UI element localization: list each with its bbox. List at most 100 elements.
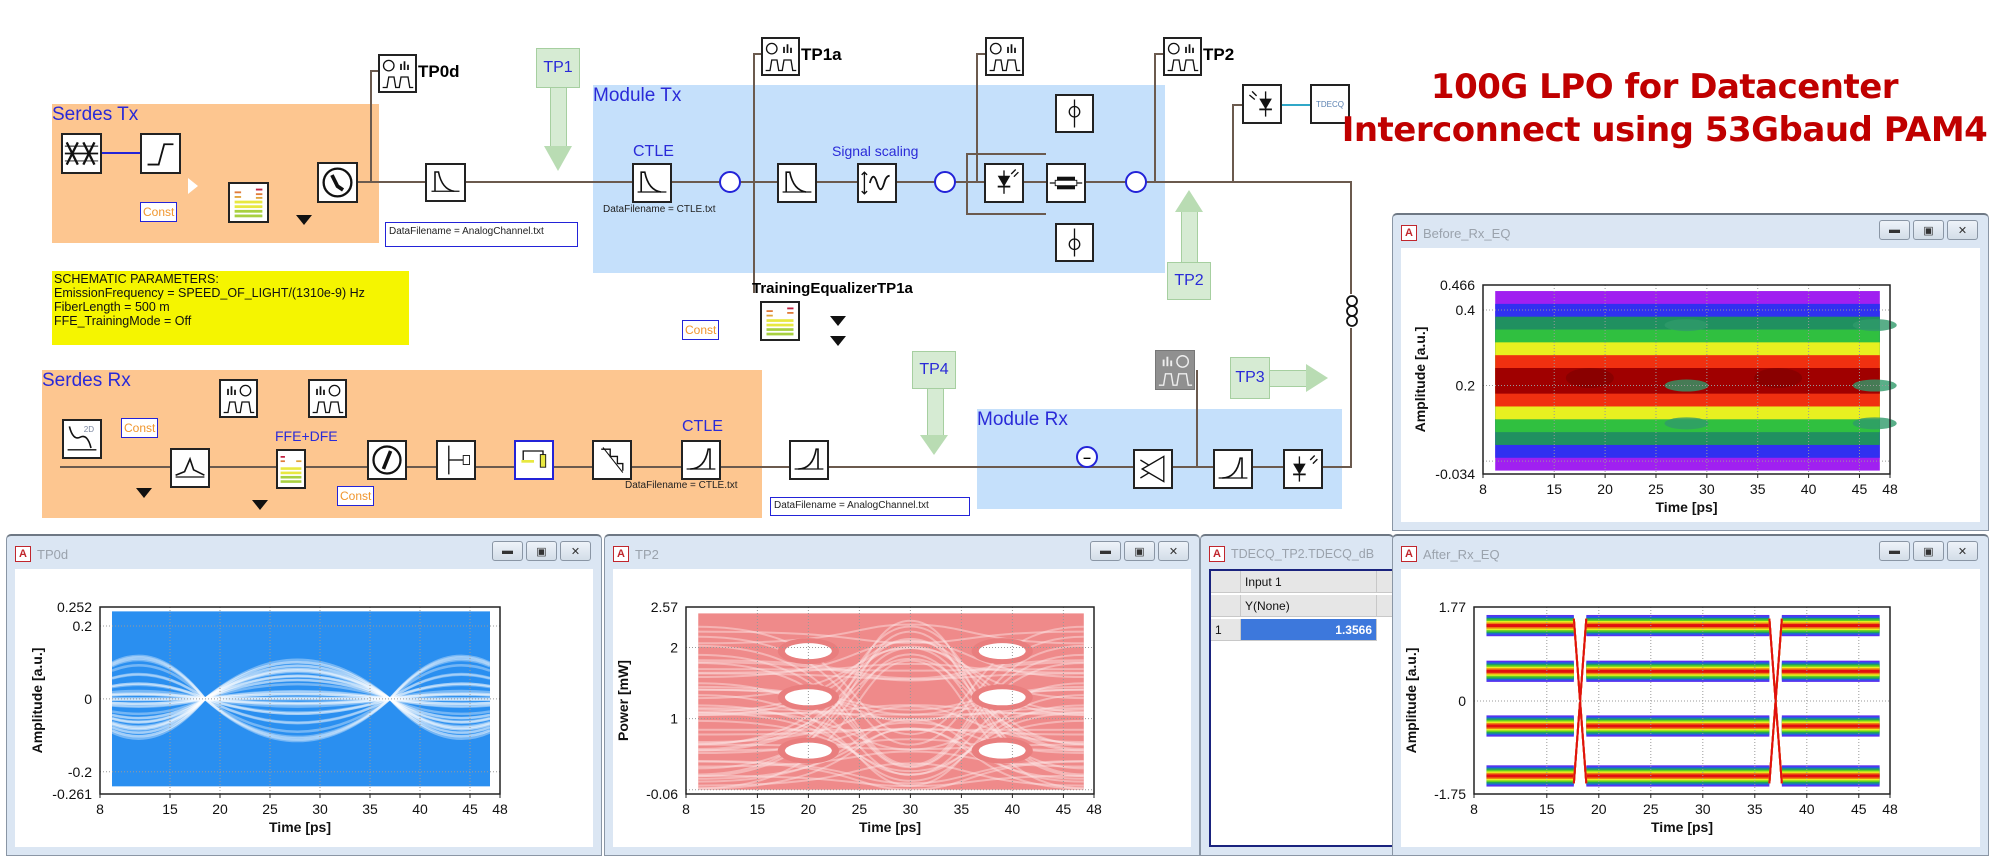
tp2-scope-label: TP2 — [1203, 45, 1235, 64]
prbs-generator-block[interactable] — [61, 133, 102, 174]
tdecq-block[interactable]: TDECQ — [1310, 84, 1350, 124]
const-training[interactable]: Const — [682, 320, 720, 340]
signal-scaling-block[interactable] — [857, 163, 897, 203]
x-tick-label: 45 — [1852, 481, 1868, 497]
window-titlebar[interactable]: A After_Rx_EQ — [1401, 544, 1500, 564]
rx-filter-block[interactable] — [1213, 449, 1253, 489]
fiber-coil-icon[interactable] — [1344, 294, 1360, 328]
const-rx-1[interactable]: Const — [121, 418, 159, 438]
tp0d-scope-block[interactable] — [378, 54, 417, 93]
scope-rx-1-block[interactable] — [219, 379, 258, 418]
ffe-tx-block[interactable] — [228, 182, 269, 223]
scope-rx-2-block[interactable] — [308, 379, 347, 418]
analog-channel-rx-block[interactable] — [789, 440, 829, 480]
eye-trace — [111, 692, 491, 706]
close-button[interactable]: ✕ — [1947, 220, 1978, 240]
close-button[interactable]: ✕ — [1158, 541, 1189, 561]
tp1a-scope-block[interactable] — [761, 37, 800, 76]
x-tick-label: 30 — [1699, 481, 1715, 497]
tp1-marker[interactable]: TP1 — [536, 48, 580, 88]
bias-source-bottom-block[interactable] — [1055, 223, 1094, 262]
eye-opening — [1852, 379, 1897, 392]
restore-button[interactable]: ▣ — [526, 541, 557, 561]
minimize-button[interactable]: ▬ — [1879, 541, 1910, 561]
x-tick-label: 40 — [1005, 801, 1021, 817]
sampler-block[interactable] — [514, 440, 554, 480]
ctle-tx-block[interactable] — [632, 163, 672, 203]
const-tx[interactable]: Const — [140, 202, 178, 222]
column-subheader-y[interactable]: Y(None) — [1241, 595, 1377, 617]
ffe-dfe-block[interactable] — [276, 449, 306, 489]
eye-trace — [111, 690, 491, 708]
window-titlebar[interactable]: A Before_Rx_EQ — [1401, 223, 1510, 243]
window-titlebar[interactable]: A TDECQ_TP2.TDECQ_dB — [1209, 544, 1374, 564]
y-tick-label: -0.261 — [52, 786, 92, 802]
y-axis-label: Amplitude [a.u.] — [1403, 648, 1419, 754]
modulator-block[interactable] — [1046, 163, 1086, 203]
clock-recovery-block[interactable] — [367, 440, 407, 480]
tp2-marker[interactable]: TP2 — [1167, 262, 1211, 300]
column-header-input1[interactable]: Input 1 — [1241, 571, 1377, 593]
serdes-rx-label: Serdes Rx — [42, 370, 131, 391]
eye-trace — [111, 683, 491, 714]
ctle-tx-label: CTLE — [633, 143, 674, 160]
minimize-button[interactable]: ▬ — [492, 541, 523, 561]
close-button[interactable]: ✕ — [1947, 541, 1978, 561]
ctle-rx-block[interactable] — [681, 440, 721, 480]
laser-block[interactable] — [984, 163, 1024, 203]
photodetector-tdecq-block[interactable] — [1242, 84, 1282, 124]
restore-button[interactable]: ▣ — [1913, 220, 1944, 240]
tdecq-value-cell[interactable]: 1.3566 — [1241, 619, 1377, 641]
bias-source-top-block[interactable] — [1055, 94, 1094, 133]
close-button[interactable]: ✕ — [560, 541, 591, 561]
analog-channel-rx-params[interactable]: DataFilename = AnalogChannel.txt — [770, 497, 970, 516]
minimize-button[interactable]: ▬ — [1090, 541, 1121, 561]
eye-trace — [111, 657, 491, 740]
window-tdecq[interactable]: A TDECQ_TP2.TDECQ_dB Input 1 Y(None) 1 1… — [1200, 534, 1394, 856]
cdr-histogram-block[interactable] — [170, 448, 210, 488]
analog-channel-tx-block[interactable] — [425, 163, 466, 202]
eye-trace — [698, 711, 1084, 776]
tp3-scope-block[interactable] — [1155, 350, 1195, 390]
eye-trace — [111, 696, 491, 702]
results-table[interactable]: Input 1 Y(None) 1 1.3566 — [1209, 569, 1393, 847]
wire-prbs — [102, 152, 140, 154]
tia-block[interactable] — [1133, 449, 1173, 489]
nrz-coder-block[interactable] — [140, 133, 181, 174]
decision-block[interactable] — [436, 440, 476, 480]
ber-2d-block[interactable]: 2D — [62, 419, 102, 459]
lowpass-filter-block[interactable] — [777, 163, 817, 203]
quantizer-block[interactable] — [592, 440, 632, 480]
training-equalizer-block[interactable] — [760, 301, 800, 341]
tp2-scope-block[interactable] — [1163, 37, 1202, 76]
scope-block-3[interactable] — [985, 37, 1024, 76]
schematic-parameters[interactable]: SCHEMATIC PARAMETERS: EmissionFrequency … — [52, 271, 409, 345]
tp4-marker[interactable]: TP4 — [912, 351, 956, 389]
app-icon: A — [1209, 546, 1225, 562]
table-row[interactable]: 1 1.3566 — [1211, 619, 1393, 641]
eye-trace — [111, 672, 491, 725]
minimize-icon: ▬ — [1889, 224, 1900, 236]
restore-button[interactable]: ▣ — [1913, 541, 1944, 561]
tp3-marker[interactable]: TP3 — [1230, 357, 1270, 399]
analog-channel-tx-params[interactable]: DataFilename = AnalogChannel.txt — [385, 222, 578, 247]
laser-driver-block[interactable] — [317, 162, 358, 203]
wire-scope-loop-top — [966, 153, 1046, 155]
const-rx-2[interactable]: Const — [337, 486, 375, 506]
minimize-button[interactable]: ▬ — [1879, 220, 1910, 240]
window-titlebar[interactable]: A TP2 — [613, 544, 659, 564]
photodetector-rx-block[interactable] — [1283, 449, 1323, 489]
x-tick-label: 15 — [1546, 481, 1562, 497]
row-index[interactable]: 1 — [1211, 619, 1241, 641]
restore-button[interactable]: ▣ — [1124, 541, 1155, 561]
window-titlebar[interactable]: A TP0d — [15, 544, 68, 564]
